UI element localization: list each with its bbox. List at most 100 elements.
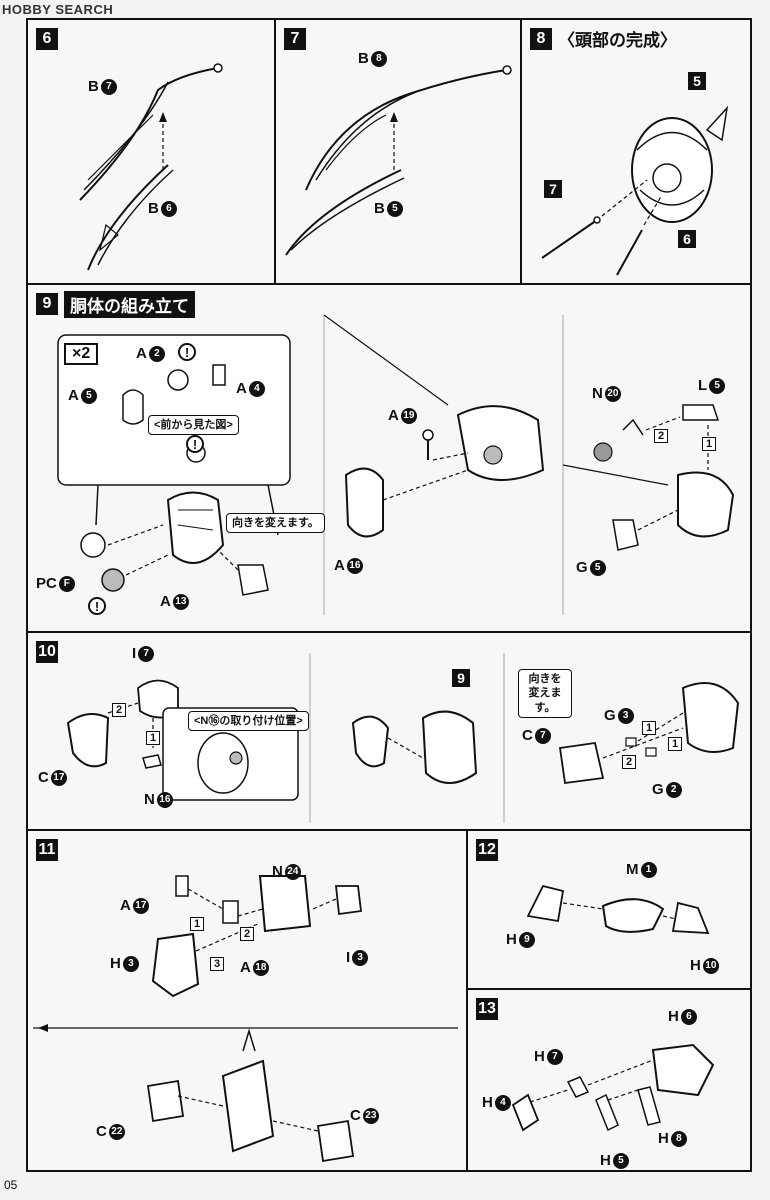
part-letter: A [240, 959, 251, 976]
part-label-h3: H 3 [110, 955, 139, 972]
part-letter: H [506, 931, 517, 948]
step-number: 7 [284, 28, 306, 50]
ref-step-6: 6 [678, 230, 696, 248]
part-letter: C [96, 1123, 107, 1140]
part-number: 23 [362, 1107, 379, 1124]
part-letter: H [668, 1008, 679, 1025]
part-letter: A [334, 557, 345, 574]
part-number: 9 [518, 931, 535, 948]
part-letter: N [592, 385, 603, 402]
part-letter: N [144, 791, 155, 808]
part-label-c22: C 22 [96, 1123, 125, 1140]
part-letter: H [482, 1094, 493, 1111]
part-number: 7 [100, 78, 117, 95]
part-label-i3: I 3 [346, 949, 369, 966]
step-number: 12 [476, 839, 498, 861]
order-mark: 2 [240, 927, 254, 941]
order-mark: 1 [702, 437, 716, 451]
part-number: 7 [546, 1048, 563, 1065]
part-label-n16: N 16 [144, 791, 173, 808]
order-mark: 2 [654, 429, 668, 443]
part-letter: A [120, 897, 131, 914]
part-label-a5: A 5 [68, 387, 97, 404]
step-9-illustration [57, 314, 735, 615]
step-6-panel: 6 B 7 B 6 [26, 18, 276, 285]
step-number: 8 [530, 28, 552, 50]
part-letter: PC [36, 575, 57, 592]
part-letter: L [698, 377, 708, 394]
step-number: 10 [36, 641, 58, 663]
part-label-g3: G 3 [604, 707, 634, 724]
step-title: 胴体の組み立て [64, 291, 195, 318]
part-letter: G [652, 781, 664, 798]
part-label-h4: H 4 [482, 1094, 511, 1111]
part-label-h5: H 5 [600, 1152, 629, 1169]
part-number: 18 [252, 959, 269, 976]
part-label-i7: I 7 [132, 645, 155, 662]
ref-step-5: 5 [688, 72, 706, 90]
part-letter: H [658, 1130, 669, 1147]
part-letter: A [160, 593, 171, 610]
part-label-c7: C 7 [522, 727, 551, 744]
part-number: 24 [284, 863, 301, 880]
part-label-n20: N 20 [592, 385, 621, 402]
step-8-illustration [541, 105, 729, 276]
step-12-illustration [526, 884, 710, 934]
part-letter: B [88, 78, 99, 95]
step-number: 6 [36, 28, 58, 50]
part-number: 3 [352, 949, 369, 966]
ref-step-7: 7 [544, 180, 562, 198]
part-letter: M [626, 861, 639, 878]
part-label-a13: A 13 [160, 593, 189, 610]
step-title: 〈頭部の完成〉 [558, 31, 677, 50]
part-number: 2 [665, 781, 682, 798]
step-number: 11 [36, 839, 58, 861]
order-mark: 1 [190, 917, 204, 931]
part-number: 5 [386, 200, 403, 217]
part-label-a17: A 17 [120, 897, 149, 914]
part-label-pcf: PC F [36, 575, 75, 592]
turn-note: 向きを変えます。 [226, 513, 325, 534]
step-11-illustration [33, 875, 458, 1163]
part-letter: A [236, 380, 247, 397]
step-13-illustration [511, 1043, 715, 1132]
part-letter: G [576, 559, 588, 576]
caution-icon: ! [178, 343, 196, 361]
part-number: 19 [400, 407, 417, 424]
multiplier-badge: ×2 [64, 343, 99, 365]
step-11-panel: 11 A 17 N 24 H 3 A 18 I 3 C [26, 829, 468, 1172]
step-9-panel: 9 胴体の組み立て ×2 <前から見 [26, 283, 752, 633]
part-letter: H [600, 1152, 611, 1169]
step-7-panel: 7 B 8 B 5 [274, 18, 522, 285]
order-mark: 1 [642, 721, 656, 735]
part-letter: N [272, 863, 283, 880]
part-letter: H [534, 1048, 545, 1065]
order-mark: 2 [622, 755, 636, 769]
part-label-a16: A 16 [334, 557, 363, 574]
caution-icon: ! [186, 435, 204, 453]
turn-note: 向きを変えます。 [518, 669, 572, 718]
part-number: 16 [156, 791, 173, 808]
part-number: 17 [132, 897, 149, 914]
part-label-m1: M 1 [626, 861, 657, 878]
part-label-b8: B 8 [358, 50, 387, 67]
part-label-h7: H 7 [534, 1048, 563, 1065]
part-number: 8 [370, 50, 387, 67]
front-view-note: <前から見た図> [148, 415, 239, 436]
part-label-h9: H 9 [506, 931, 535, 948]
caution-icon: ! [88, 597, 106, 615]
part-letter: B [148, 200, 159, 217]
part-number: F [58, 575, 75, 592]
part-number: 13 [172, 593, 189, 610]
part-label-b6: B 6 [148, 200, 177, 217]
part-letter: I [346, 949, 351, 966]
order-mark: 2 [112, 703, 126, 717]
part-letter: B [358, 50, 369, 67]
part-letter: H [110, 955, 121, 972]
step-7-illustration [285, 65, 512, 256]
part-label-a4: A 4 [236, 380, 265, 397]
part-label-n24: N 24 [272, 863, 301, 880]
order-mark: 1 [668, 737, 682, 751]
part-number: 6 [160, 200, 177, 217]
order-mark: 3 [210, 957, 224, 971]
